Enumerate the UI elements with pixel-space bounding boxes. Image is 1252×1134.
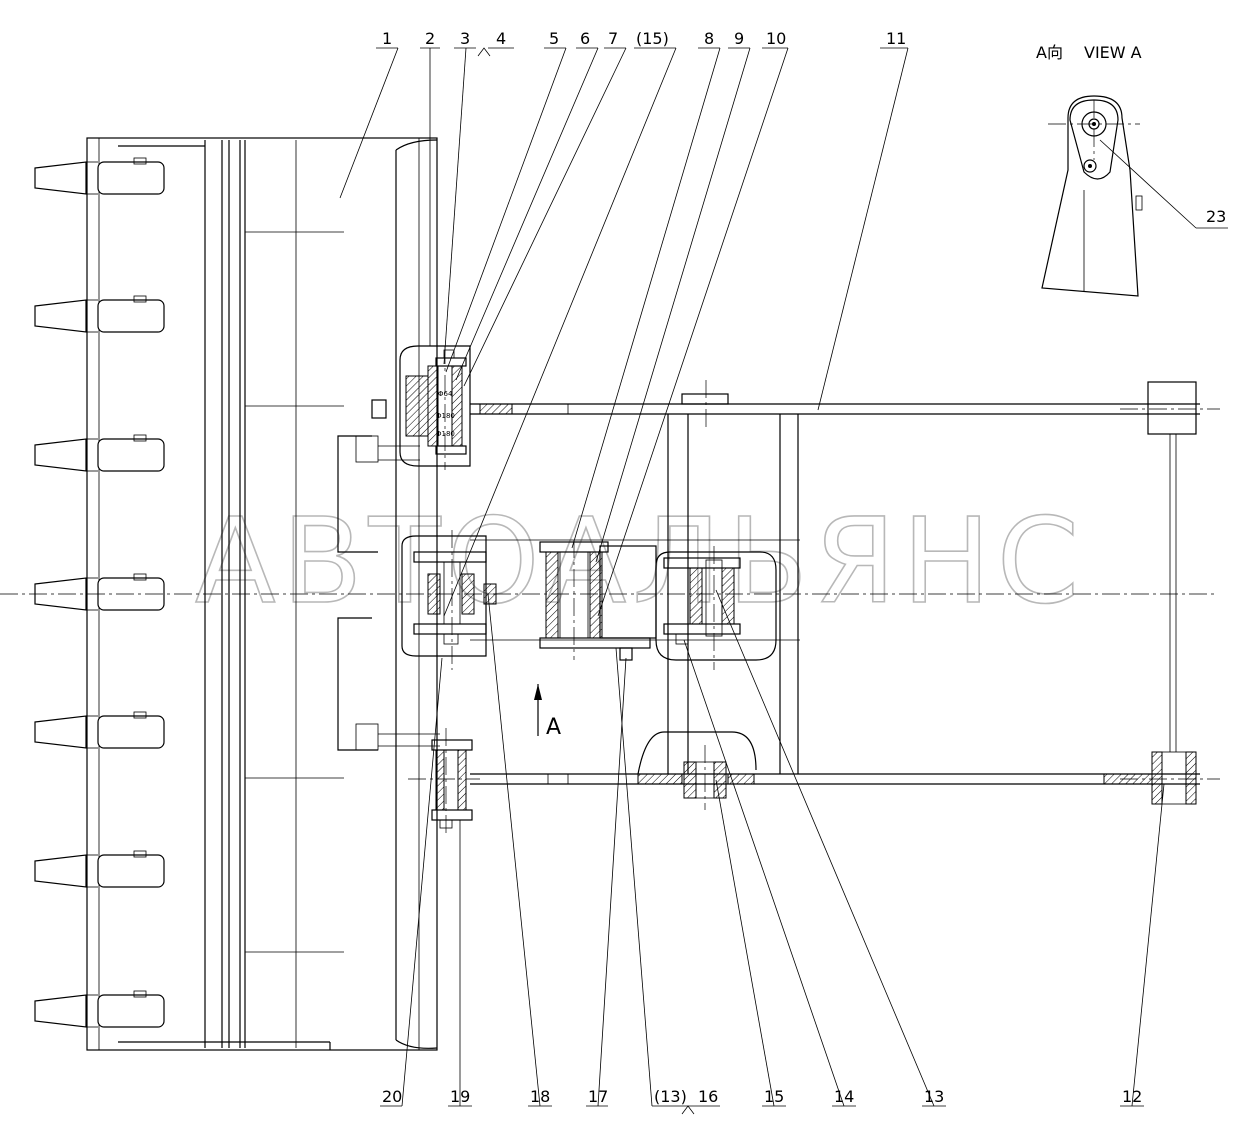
label-part-9: 9: [734, 29, 744, 48]
lower-left-mount: [431, 728, 473, 836]
label-part-23: 23: [1206, 207, 1226, 226]
svg-text:A: A: [546, 715, 561, 740]
watermark: АВТОАЛЬЯНС: [195, 492, 1085, 630]
dim-phi64: Φ64: [438, 390, 453, 398]
label-part-12: 12: [1122, 1087, 1142, 1106]
leader-lines: [339, 47, 1228, 1115]
frame-uprights: [470, 414, 1177, 774]
label-part-5: 5: [549, 29, 559, 48]
view-a-en: VIEW A: [1084, 43, 1142, 62]
label-part-13-ref: (13): [654, 1087, 687, 1106]
label-part-18: 18: [530, 1087, 550, 1106]
label-part-2: 2: [425, 29, 435, 48]
label-part-11: 11: [886, 29, 906, 48]
label-part-6: 6: [580, 29, 590, 48]
bucket-rear-brackets: [337, 399, 440, 751]
upper-boom-arm: [470, 380, 1220, 435]
label-part-8: 8: [704, 29, 714, 48]
middle-pin-joint: [401, 530, 497, 670]
label-part-15: 15: [764, 1087, 784, 1106]
label-part-14: 14: [834, 1087, 854, 1106]
lower-boom-arm: [408, 731, 1220, 810]
label-part-20: 20: [382, 1087, 402, 1106]
right-pin-joint: [655, 546, 777, 670]
label-part-15-ref: (15): [636, 29, 669, 48]
view-a-detail: A向 VIEW A: [1036, 43, 1143, 297]
label-part-4: 4: [496, 29, 506, 48]
part-labels: 1 2 3 4 5 6 7 (15) 8 9 10 11 23 20 19 18…: [382, 29, 1226, 1106]
label-part-10: 10: [766, 29, 786, 48]
label-part-19: 19: [450, 1087, 470, 1106]
view-a-cn: A向: [1036, 43, 1063, 62]
label-part-1: 1: [382, 29, 392, 48]
dim-phi180-a: Φ180: [436, 412, 455, 420]
label-part-3: 3: [460, 29, 470, 48]
center-pin-joint: [539, 540, 657, 661]
label-part-16: 16: [698, 1087, 718, 1106]
section-marker: A: [534, 684, 561, 740]
label-part-13: 13: [924, 1087, 944, 1106]
label-part-7: 7: [608, 29, 618, 48]
dim-phi180-b: Φ180: [436, 430, 455, 438]
label-part-17: 17: [588, 1087, 608, 1106]
upper-pin-joint: Φ64 Φ180 Φ180: [399, 345, 471, 470]
bucket-teeth: [34, 157, 165, 1028]
